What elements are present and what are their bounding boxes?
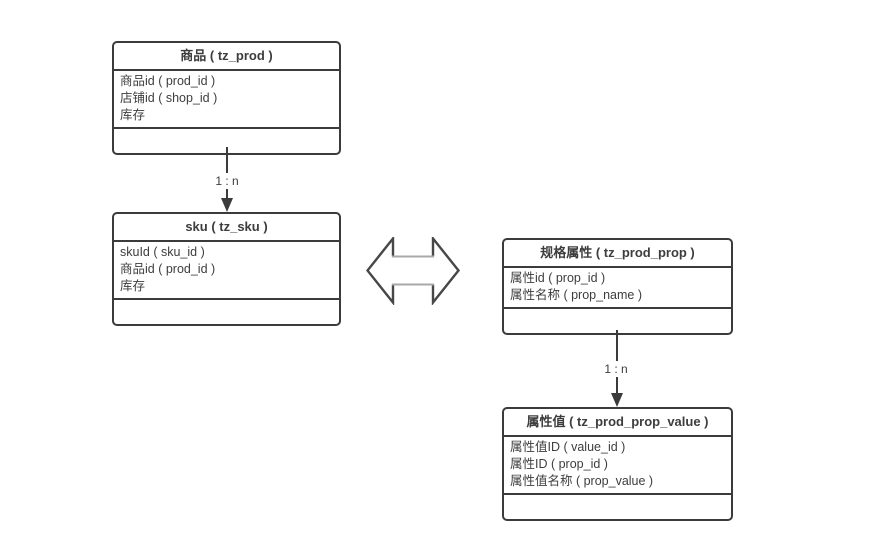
entity-field: 属性id ( prop_id )	[510, 271, 606, 285]
entity-prod-fields: 商品id ( prod_id ) 店铺id ( shop_id ) 库存	[114, 69, 339, 127]
entity-field: skuId ( sku_id )	[120, 245, 205, 259]
entity-prop-value-fields: 属性值ID ( value_id ) 属性ID ( prop_id ) 属性值名…	[504, 435, 731, 493]
entity-field: 属性值ID ( value_id )	[510, 440, 626, 454]
entity-prod-title: 商品 ( tz_prod )	[180, 48, 273, 63]
double-arrow-icon	[366, 237, 461, 305]
entity-field: 店铺id ( shop_id )	[120, 91, 218, 105]
entity-field: 库存	[120, 108, 146, 122]
entity-prod: 商品 ( tz_prod ) 商品id ( prod_id ) 店铺id ( s…	[112, 41, 341, 155]
entity-prod-prop-fields: 属性id ( prop_id ) 属性名称 ( prop_name )	[504, 266, 731, 307]
entity-prod-prop-empty-section	[504, 307, 731, 333]
entity-field: 属性名称 ( prop_name )	[510, 288, 642, 302]
entity-sku: sku ( tz_sku ) skuId ( sku_id ) 商品id ( p…	[112, 212, 341, 326]
entity-sku-fields: skuId ( sku_id ) 商品id ( prod_id ) 库存	[114, 240, 339, 298]
entity-prod-empty-section	[114, 127, 339, 153]
entity-prod-prop-title: 规格属性 ( tz_prod_prop )	[540, 245, 695, 260]
entity-field: 属性值名称 ( prop_value )	[510, 474, 654, 488]
entity-field: 属性ID ( prop_id )	[510, 457, 608, 471]
entity-sku-empty-section	[114, 298, 339, 324]
entity-sku-title: sku ( tz_sku )	[185, 219, 268, 234]
entity-prod-prop: 规格属性 ( tz_prod_prop ) 属性id ( prop_id ) 属…	[502, 238, 733, 335]
entity-field: 库存	[120, 279, 146, 293]
entity-prop-value: 属性值 ( tz_prod_prop_value ) 属性值ID ( value…	[502, 407, 733, 521]
entity-field: 商品id ( prod_id )	[120, 74, 216, 88]
entity-field: 商品id ( prod_id )	[120, 262, 216, 276]
entity-prop-value-empty-section	[504, 493, 731, 519]
relation-label: 1 : n	[600, 361, 632, 377]
relation-label: 1 : n	[211, 173, 243, 189]
entity-prop-value-title: 属性值 ( tz_prod_prop_value )	[526, 414, 709, 429]
